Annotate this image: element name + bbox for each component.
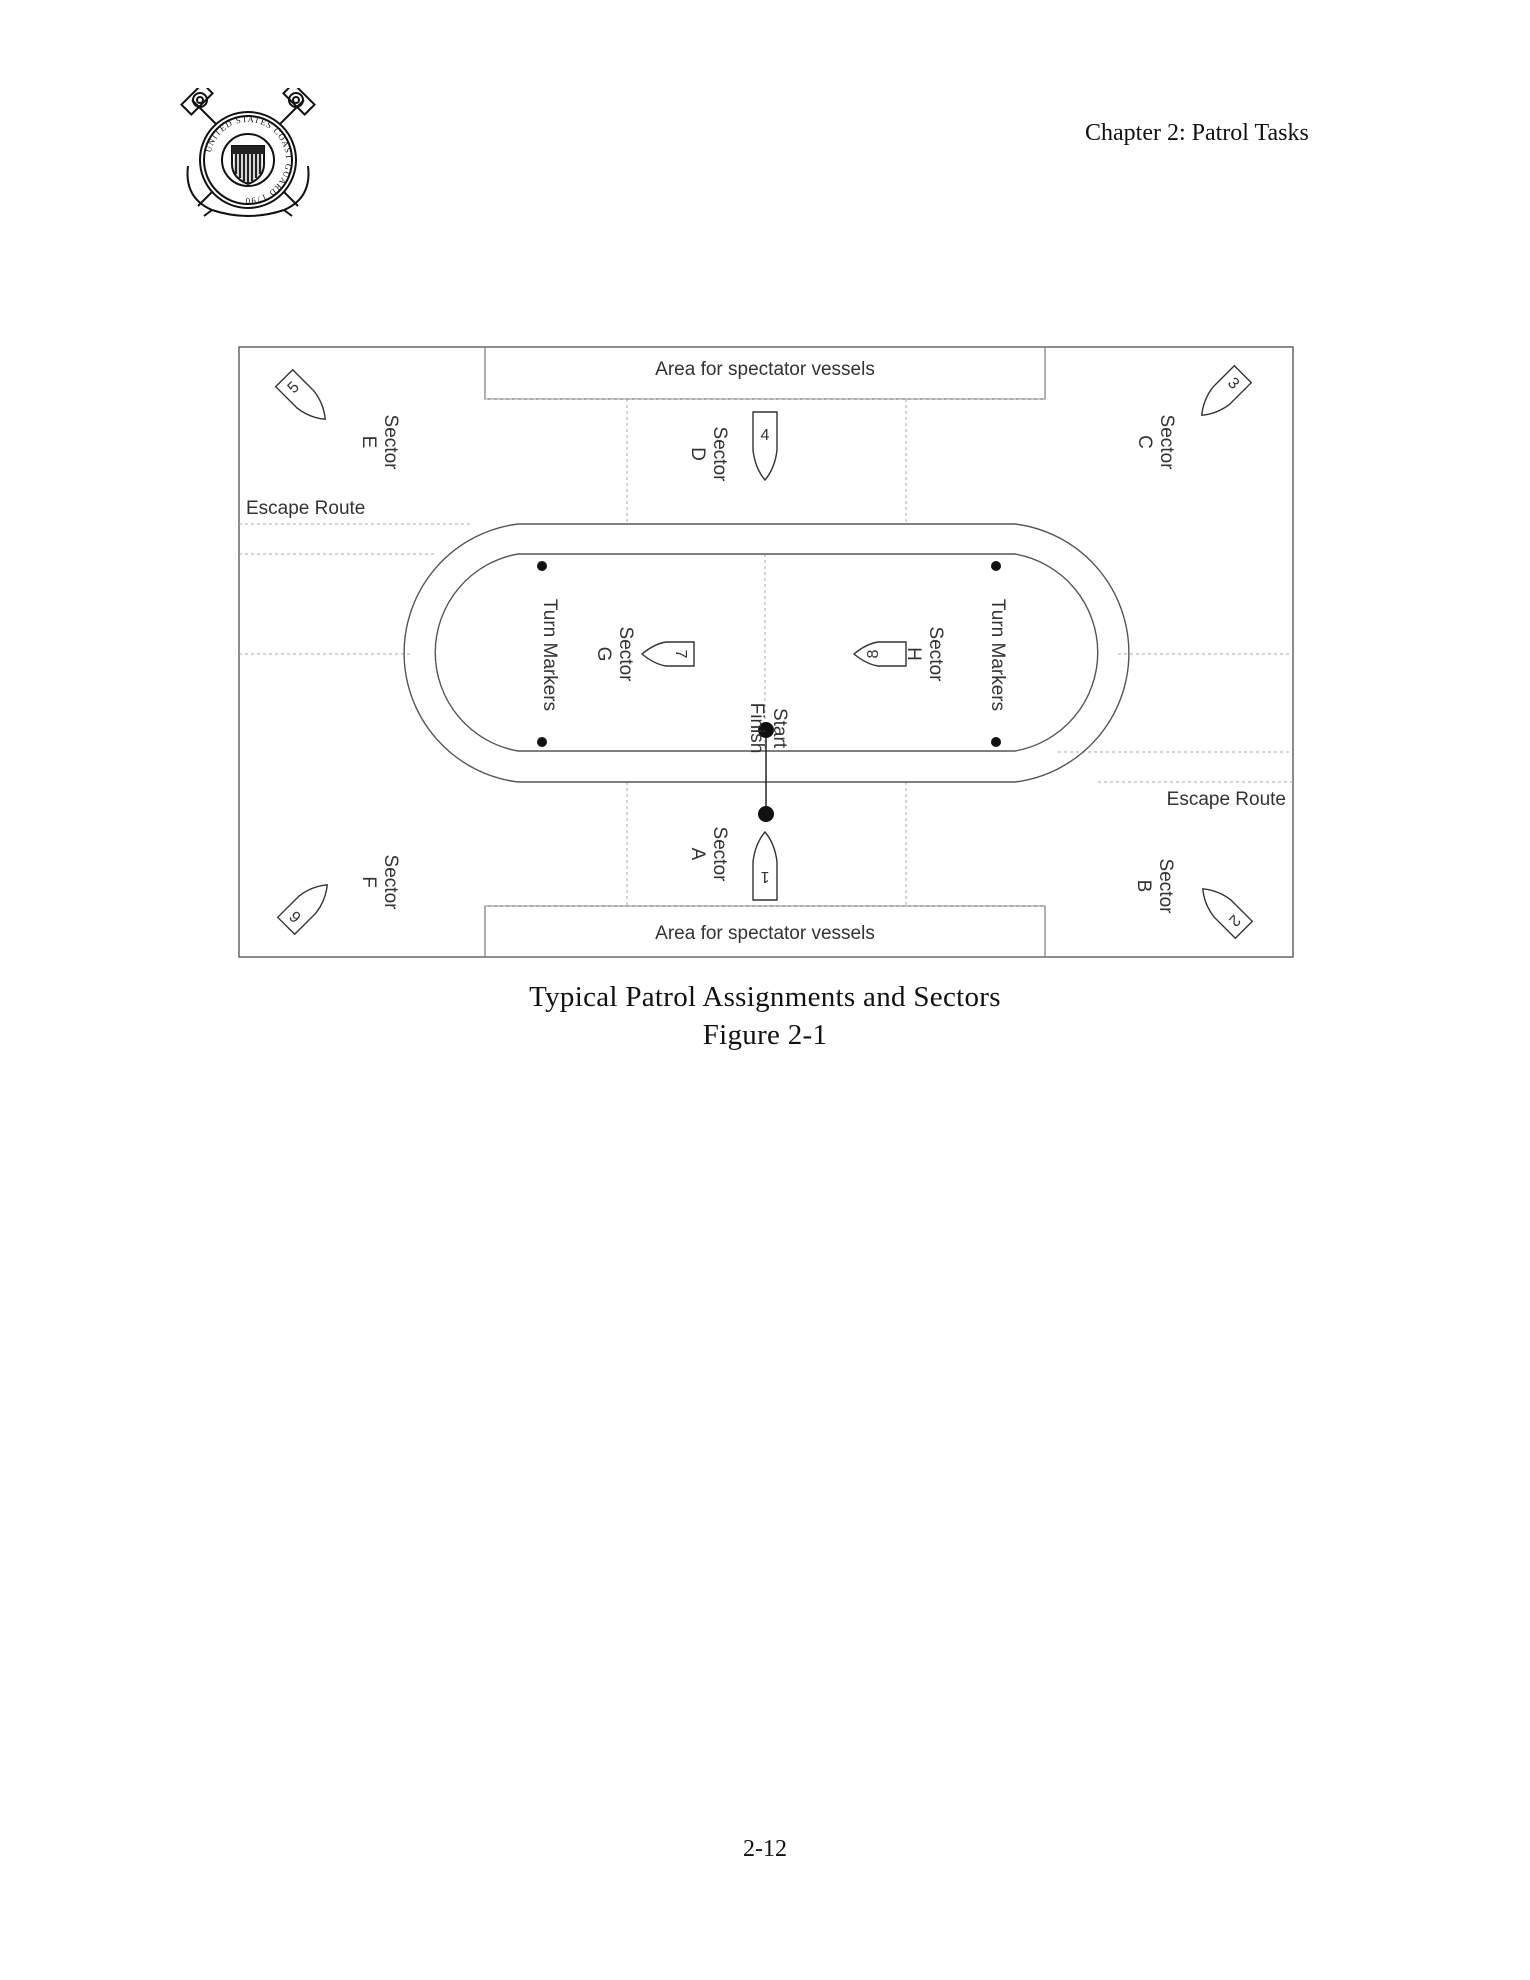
- sector-label-d: Sector D: [687, 427, 730, 483]
- turn-markers-label-right: Turn Markers: [987, 599, 1008, 711]
- spectator-area-bottom-label: Area for spectator vessels: [655, 923, 875, 944]
- patrol-vessel-7: 7: [640, 641, 695, 667]
- chapter-header: Chapter 2: Patrol Tasks: [1085, 120, 1309, 146]
- escape-route-label-right: Escape Route: [1167, 789, 1286, 810]
- sector-letter: E: [358, 436, 379, 449]
- spectator-area-top-label: Area for spectator vessels: [655, 359, 875, 380]
- vessel-number: 5: [285, 379, 303, 397]
- sector-word: Sector: [925, 627, 946, 683]
- turn-markers-label-left: Turn Markers: [539, 599, 560, 711]
- page-number: 2-12: [743, 1836, 787, 1862]
- sector-label-c: Sector C: [1134, 415, 1177, 471]
- vessel-number: 1: [760, 868, 769, 885]
- patrol-vessel-1: 1: [752, 830, 778, 901]
- sector-label-a: Sector A: [687, 827, 730, 883]
- turn-marker: [991, 561, 1001, 571]
- vessel-number: 2: [1225, 911, 1243, 929]
- patrol-vessel-8: 8: [852, 641, 907, 667]
- sector-word: Sector: [709, 427, 730, 483]
- sector-letter: G: [593, 647, 614, 662]
- start-finish-buoy: [758, 806, 774, 822]
- caption-title: Typical Patrol Assignments and Sectors: [529, 981, 1001, 1013]
- sector-word: Sector: [1156, 415, 1177, 471]
- start-finish-buoy: [758, 722, 774, 738]
- sector-letter: F: [358, 876, 379, 888]
- turn-marker: [537, 561, 547, 571]
- start-label: Start: [769, 708, 790, 749]
- race-course-inner: [434, 553, 1099, 752]
- patrol-vessel-5: 5: [274, 368, 326, 420]
- sector-label-f: Sector F: [358, 855, 401, 911]
- patrol-vessel-6: 6: [276, 884, 328, 936]
- sector-letter: C: [1134, 435, 1155, 449]
- vessel-number: 6: [287, 907, 305, 925]
- patrol-vessel-4: 4: [752, 411, 778, 482]
- vessel-number: 8: [865, 649, 882, 658]
- turn-marker: [991, 737, 1001, 747]
- patrol-vessel-2: 2: [1202, 888, 1254, 940]
- spectator-area-top: [484, 346, 1046, 400]
- escape-route-label-left: Escape Route: [246, 498, 365, 519]
- sector-label-b: Sector B: [1133, 859, 1176, 915]
- sector-label-h: Sector H: [903, 627, 946, 683]
- sector-word: Sector: [380, 415, 401, 471]
- sector-label-g: Sector G: [593, 627, 636, 683]
- vessel-number: 7: [672, 650, 689, 659]
- figure-caption: Typical Patrol Assignments and Sectors F…: [0, 978, 1530, 1054]
- sector-letter: A: [687, 848, 708, 861]
- turn-marker: [537, 737, 547, 747]
- sector-letter: D: [687, 447, 708, 461]
- coast-guard-seal-logo: UNITED STATES COAST GUARD 1790: [180, 88, 316, 217]
- finish-label: Finish: [746, 703, 767, 754]
- spectator-area-bottom: [484, 905, 1046, 958]
- sector-word: Sector: [380, 855, 401, 911]
- sector-letter: H: [903, 647, 924, 661]
- vessel-number: 4: [761, 427, 770, 444]
- sector-letter: B: [1133, 880, 1154, 893]
- caption-figure-number: Figure 2-1: [702, 1019, 828, 1051]
- sector-word: Sector: [1155, 859, 1176, 915]
- sector-label-e: Sector E: [358, 415, 401, 471]
- race-course-outer: [403, 523, 1130, 783]
- sector-word: Sector: [709, 827, 730, 883]
- patrol-sectors-diagram: Area for spectator vessels Area for spec…: [238, 346, 1294, 958]
- patrol-vessel-3: 3: [1201, 364, 1253, 416]
- vessel-number: 3: [1224, 375, 1242, 393]
- sector-word: Sector: [615, 627, 636, 683]
